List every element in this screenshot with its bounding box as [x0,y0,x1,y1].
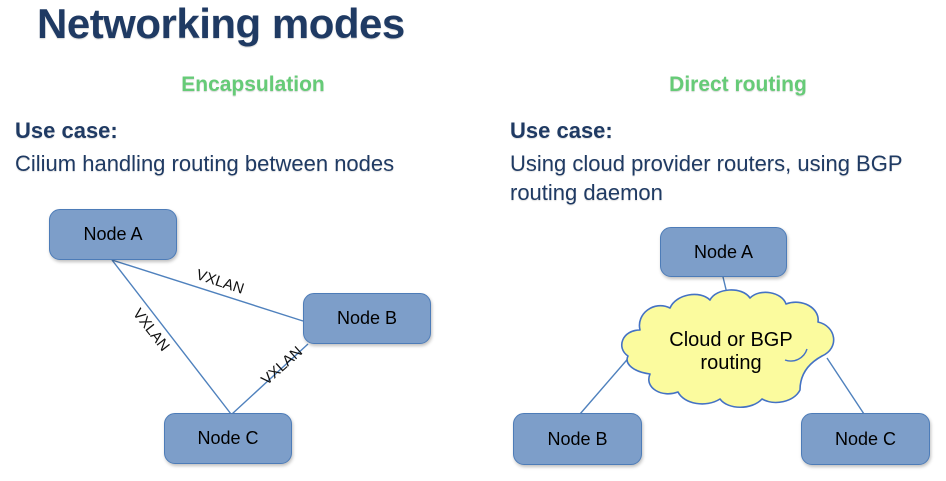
use-case-direct-routing: Use case: Using cloud provider routers, … [510,116,946,207]
use-case-encapsulation: Use case: Cilium handling routing betwee… [15,116,485,178]
use-case-label: Use case: [510,118,613,143]
use-case-text: Cilium handling routing between nodes [15,151,395,176]
cloud-label: Cloud or BGP routing [669,329,793,374]
use-case-label: Use case: [15,118,118,143]
node-label: Node C [197,428,259,448]
edge-nodeB-nodeC [231,343,309,415]
node-b-direct-routing: Node B [513,413,642,465]
column-header-encapsulation: Encapsulation [181,73,325,96]
cloud-shape [620,289,835,409]
page-title: Networking modes [37,0,405,47]
node-label: Node A [693,241,754,262]
node-label: Node B [336,308,398,328]
edge-cloud-nodeB [579,353,633,415]
node-b-encapsulation: Node B [303,293,431,344]
cloud-inner-arc [784,348,808,362]
node-c-direct-routing: Node C [801,413,930,465]
node-label: Node B [547,428,608,449]
use-case-text: Using cloud provider routers, using BGP … [510,151,903,205]
edge-nodeA-nodeC [111,259,232,415]
node-a-encapsulation: Node A [49,209,177,260]
edge-cloud-nodeC [826,357,865,415]
edge-nodeA-nodeB [111,259,304,322]
column-header-direct-routing: Direct routing [669,73,807,96]
node-label: Node C [834,428,897,449]
node-a-direct-routing: Node A [660,227,787,277]
node-c-encapsulation: Node C [164,413,292,464]
node-label: Node A [83,224,143,244]
